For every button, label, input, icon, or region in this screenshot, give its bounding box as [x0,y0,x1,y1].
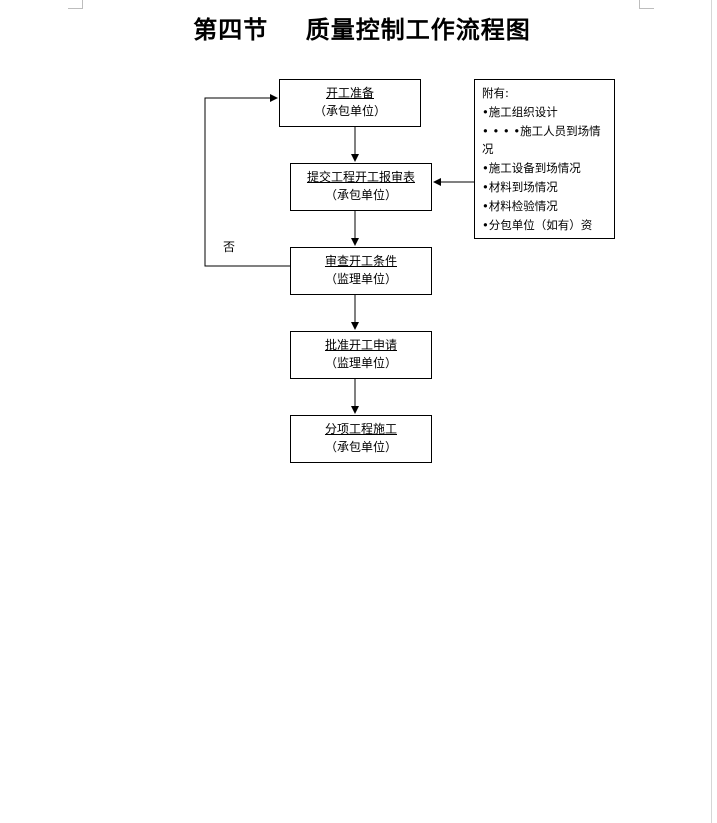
attachment-item: 况 [482,142,494,157]
flow-step-label: 分项工程施工 [324,422,397,436]
page-edge-right [711,0,712,823]
flow-step-unit: （监理单位） [324,356,397,370]
flow-step-review-conditions: 审查开工条件 （监理单位） [290,247,432,295]
flow-step-unit: （承包单位） [324,440,397,454]
flow-step-label: 开工准备 [325,86,374,100]
flow-step-unit: （承包单位） [324,188,397,202]
flow-step-label: 审查开工条件 [324,254,397,268]
arrow-loop-back-to-step1 [204,94,290,267]
flow-step-label: 批准开工申请 [324,338,397,352]
loop-no-label: 否 [223,240,236,254]
flow-step-subitem-construction: 分项工程施工 （承包单位） [290,415,432,463]
flow-step-label: 提交工程开工报审表 [306,170,415,184]
flow-step-unit: （监理单位） [324,272,397,286]
attachment-item: •材料检验情况 [482,198,558,213]
page-corner-mark-left [68,0,83,9]
attachment-item: •材料到场情况 [482,179,558,194]
attachment-item: •分包单位（如有）资 [482,217,593,232]
attachment-heading: 附有: [482,86,509,100]
page-title: 第四节 质量控制工作流程图 [193,15,531,44]
flow-step-start-preparation: 开工准备 （承包单位） [279,79,421,127]
flow-step-approve-application: 批准开工申请 （监理单位） [290,331,432,379]
attachment-item: • • • •施工人员到场情 [482,123,601,138]
flow-step-submit-report: 提交工程开工报审表 （承包单位） [290,163,432,211]
flow-step-unit: （承包单位） [313,104,386,118]
attachment-item: •施工组织设计 [482,104,558,119]
page-corner-mark-right [639,0,654,9]
attachment-list-box: 附有: •施工组织设计 • • • •施工人员到场情 况 •施工设备到场情况 •… [474,79,615,239]
attachment-item: •施工设备到场情况 [482,161,581,176]
